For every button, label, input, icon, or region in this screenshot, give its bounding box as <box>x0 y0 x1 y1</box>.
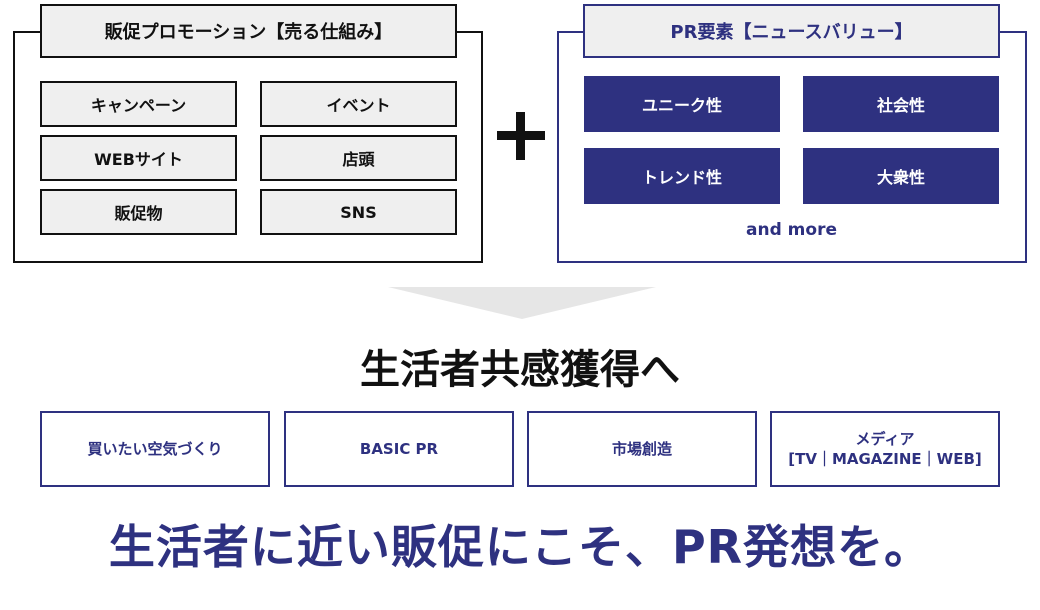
outcome-label: メディア <box>855 429 915 448</box>
section-heading: 生活者共感獲得へ <box>360 347 680 393</box>
outcome-label: 買いたい空気づくり <box>87 439 223 458</box>
outcome-box-buying-mood: 買いたい空気づくり <box>40 411 270 487</box>
pr-element-trend: トレンド性 <box>584 148 780 204</box>
plus-icon <box>497 131 545 140</box>
promotion-item-campaign: キャンペーン <box>40 81 237 127</box>
pr-element-social: 社会性 <box>803 76 999 132</box>
outcome-sublabel: [TV｜MAGAZINE｜WEB] <box>788 450 982 468</box>
pr-element-uniqueness: ユニーク性 <box>584 76 780 132</box>
promotion-item-materials: 販促物 <box>40 189 237 235</box>
outcome-box-market-creation: 市場創造 <box>527 411 757 487</box>
promotion-item-event: イベント <box>260 81 457 127</box>
outcome-label: BASIC PR <box>359 439 439 458</box>
pr-element-mass-appeal: 大衆性 <box>803 148 999 204</box>
outcome-label: 市場創造 <box>611 439 672 458</box>
pr-elements-title: PR要素【ニュースバリュー】 <box>583 4 1000 58</box>
promotion-item-website: WEBサイト <box>40 135 237 181</box>
outcome-box-basic-pr: BASIC PR <box>284 411 514 487</box>
promotion-item-storefront: 店頭 <box>260 135 457 181</box>
down-arrow-icon <box>388 287 656 319</box>
promotion-item-sns: SNS <box>260 189 457 235</box>
outcome-box-media: メディア [TV｜MAGAZINE｜WEB] <box>770 411 1000 487</box>
tagline: 生活者に近い販促にこそ、PR発想を。 <box>108 520 932 574</box>
promotion-title: 販促プロモーション【売る仕組み】 <box>40 4 457 58</box>
and-more-label: and more <box>746 220 837 240</box>
